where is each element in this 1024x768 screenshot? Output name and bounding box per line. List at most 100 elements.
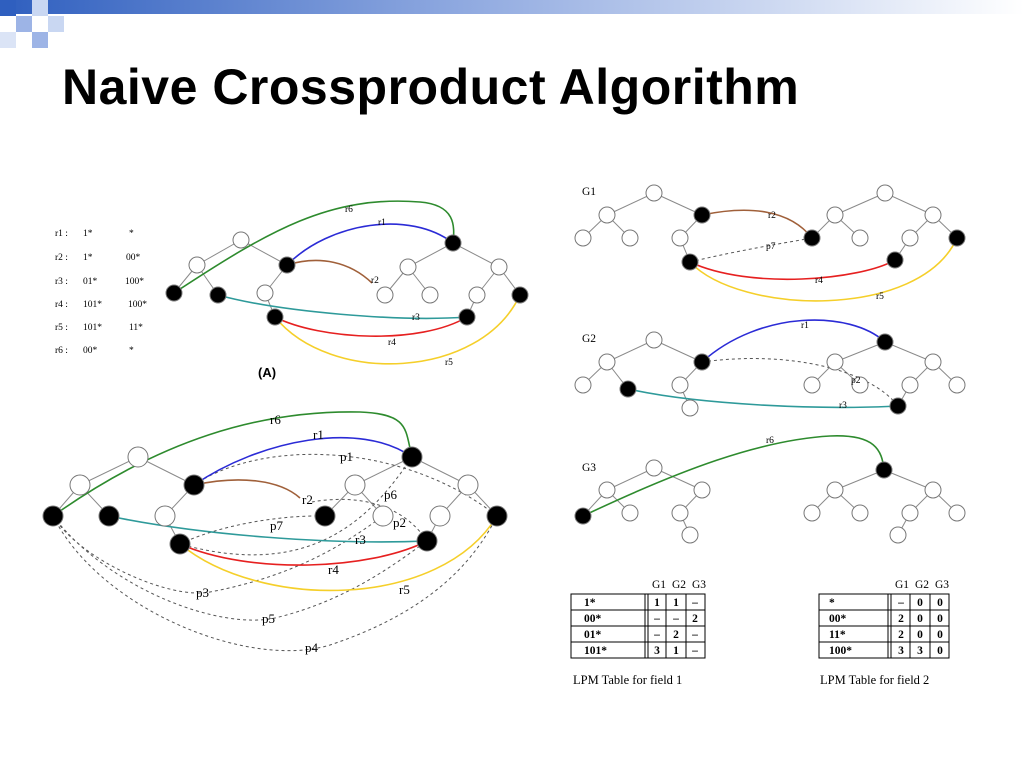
- node-empty: [645, 331, 663, 349]
- node-empty: [851, 504, 869, 522]
- group-title: G3: [582, 462, 596, 474]
- label-p2: p2: [851, 376, 861, 386]
- lpm-table-field2: G1 G2 G3 * – 0 0 00* 2 0 0 11* 2 0 0 100…: [818, 579, 950, 687]
- logo-square: [16, 16, 32, 32]
- trie-nodes-a: [165, 231, 529, 326]
- rule-name: r1 :: [55, 229, 68, 239]
- trie-edges-g2: [582, 339, 958, 409]
- label-p7: p7: [270, 518, 284, 533]
- rule-row: r2 : 1* 00*: [55, 253, 141, 263]
- node-empty: [376, 286, 394, 304]
- node-filled: [803, 229, 821, 247]
- value-cell: 2: [898, 613, 904, 625]
- prefix-cell: *: [829, 597, 835, 609]
- arc-p1: [193, 453, 498, 517]
- rule-field1: 1*: [83, 229, 93, 239]
- node-empty: [421, 286, 439, 304]
- arc-r4: [274, 316, 468, 337]
- arc-r5: [689, 237, 958, 302]
- rule-row: r3 : 01* 100*: [55, 277, 144, 287]
- value-cell: –: [691, 597, 698, 609]
- node-filled: [948, 229, 966, 247]
- logo-square: [32, 32, 48, 48]
- arc-r5: [274, 294, 521, 365]
- arc-labels-a: r6 r1 r2 r3 r4 r5: [345, 205, 453, 368]
- value-cell: 0: [917, 597, 923, 609]
- node-filled: [169, 533, 191, 555]
- rule-name: r6 :: [55, 346, 68, 356]
- arc-r1: [701, 319, 886, 363]
- arc-r3: [627, 388, 899, 409]
- rule-field2: 00*: [126, 253, 141, 263]
- trie-nodes-g2: [574, 331, 966, 417]
- node-empty: [803, 504, 821, 522]
- arc-r2: [193, 479, 301, 499]
- value-cell: 1: [654, 597, 660, 609]
- arc-r4: [179, 540, 428, 566]
- node-empty: [468, 286, 486, 304]
- trie-nodes-g3: [574, 459, 966, 544]
- arc-p4: [52, 515, 498, 652]
- node-empty: [693, 481, 711, 499]
- header-gradient-bar: [0, 0, 1024, 48]
- logo-square: [0, 0, 16, 16]
- label-p2: p2: [393, 515, 406, 530]
- node-empty: [598, 206, 616, 224]
- label-r5: r5: [399, 582, 410, 597]
- node-empty: [681, 526, 699, 544]
- arc-r5: [179, 515, 498, 592]
- value-cell: –: [653, 629, 660, 641]
- node-filled: [574, 507, 592, 525]
- label-r1: r1: [378, 218, 386, 228]
- rules-list: r1 : 1* * r2 : 1* 00* r3 : 01* 100* r4 :…: [55, 229, 147, 356]
- node-filled: [278, 256, 296, 274]
- node-empty: [188, 256, 206, 274]
- node-empty: [901, 504, 919, 522]
- node-empty: [429, 505, 451, 527]
- label-r4: r4: [328, 562, 339, 577]
- node-empty: [924, 353, 942, 371]
- prefix-cell: 101*: [584, 645, 607, 657]
- label-r1: r1: [313, 427, 324, 442]
- rule-name: r4 :: [55, 300, 68, 310]
- rule-field2: 100*: [125, 277, 144, 287]
- node-empty: [803, 376, 821, 394]
- value-cell: –: [691, 629, 698, 641]
- arc-p5: [52, 515, 428, 621]
- rule-field1: 101*: [83, 323, 102, 333]
- node-empty: [344, 474, 366, 496]
- table-row: 100* 3 3 0: [829, 645, 943, 657]
- label-r2: r2: [768, 211, 776, 221]
- trie-nodes-g1: [574, 184, 966, 271]
- diagram-a-caption: (A): [258, 365, 276, 380]
- table-row: 01* – 2 –: [584, 629, 698, 641]
- table-header: G2: [915, 579, 929, 591]
- value-cell: –: [691, 645, 698, 657]
- rule-name: r2 :: [55, 253, 68, 263]
- node-empty: [851, 376, 869, 394]
- table-row: 101* 3 1 –: [584, 645, 698, 657]
- label-r5: r5: [876, 292, 884, 302]
- rule-row: r5 : 101* 11*: [55, 323, 143, 333]
- value-cell: –: [897, 597, 904, 609]
- node-empty: [232, 231, 250, 249]
- value-cell: 0: [937, 645, 943, 657]
- table-row: * – 0 0: [829, 597, 943, 609]
- label-p7: p7: [766, 242, 776, 252]
- node-empty: [645, 184, 663, 202]
- node-empty: [372, 505, 394, 527]
- node-empty: [924, 206, 942, 224]
- node-filled: [458, 308, 476, 326]
- rule-field1: 1*: [83, 253, 93, 263]
- node-filled: [165, 284, 183, 302]
- table-row: 11* 2 0 0: [829, 629, 943, 641]
- node-filled: [266, 308, 284, 326]
- arc-r2: [286, 259, 373, 284]
- node-empty: [681, 399, 699, 417]
- group-title: G1: [582, 186, 596, 198]
- pseudo-rule-arcs-b: [52, 453, 498, 652]
- label-r6: r6: [766, 436, 774, 446]
- node-empty: [876, 184, 894, 202]
- rule-field1: 01*: [83, 277, 98, 287]
- node-empty: [671, 504, 689, 522]
